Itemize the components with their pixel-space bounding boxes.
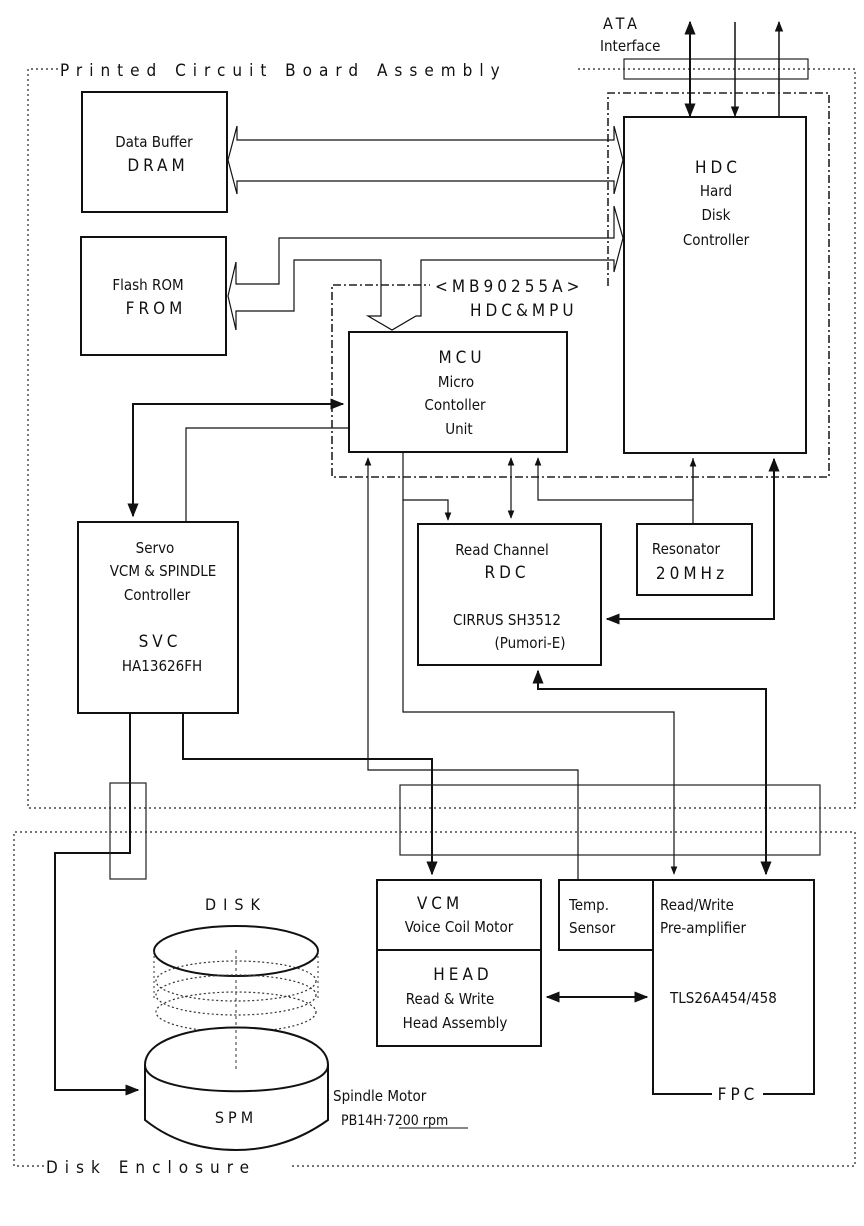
preamp-label-2: Pre-amplifier <box>660 919 747 937</box>
svc-label-3: Controller <box>124 586 191 604</box>
head-label-1: HEAD <box>433 965 492 985</box>
rdc-label-3: CIRRUS SH3512 <box>453 611 561 629</box>
mcu-label-3: Contoller <box>424 396 486 414</box>
read-channel-block <box>417 523 602 666</box>
enclosure-region-label: Disk Enclosure <box>46 1158 256 1178</box>
flash-bus <box>227 205 624 331</box>
vcm-head-block <box>376 879 542 1047</box>
spm-caption-2: PB14H·7200 rpm <box>341 1113 448 1129</box>
svc-mcu-link <box>127 398 345 518</box>
spm-label: SPM <box>215 1108 257 1127</box>
chip-group-outline <box>331 92 830 478</box>
resonator-block <box>636 523 753 596</box>
svc-label-4: SVC <box>139 632 182 652</box>
rdc-preamp-link <box>532 669 772 876</box>
hdc-label-2: Hard <box>700 182 732 200</box>
head-label-2: Read & Write <box>406 990 495 1008</box>
preamp-block <box>652 879 815 1095</box>
svc-label-5: HA13626FH <box>122 657 202 675</box>
svc-label-1: Servo <box>136 539 175 557</box>
temp-sensor-block <box>558 879 654 951</box>
mcu-label-1: MCU <box>438 348 485 368</box>
rdc-label-4: (Pumori-E) <box>494 634 565 652</box>
rdc-label-1: Read Channel <box>455 541 549 559</box>
rdc-label-2: RDC <box>484 563 529 583</box>
dram-block <box>81 91 228 213</box>
dram-label-1: Data Buffer <box>115 133 193 151</box>
resonator-label-2: 20MHz <box>656 564 728 584</box>
disk-label: DISK <box>205 895 267 914</box>
svc-vcm-link <box>182 713 438 876</box>
ata-interface-label: Interface <box>600 37 660 55</box>
hdc-label-4: Controller <box>683 231 750 249</box>
mcu-rdc-line <box>402 452 452 521</box>
spindle-motor <box>144 1026 329 1152</box>
dram-hdc-bus <box>227 125 624 195</box>
fpc-label: FPC <box>718 1085 759 1105</box>
ata-connector <box>623 58 809 80</box>
hdc-block <box>623 116 807 454</box>
flash-label-2: FROM <box>126 299 187 319</box>
mcu-block <box>348 331 568 453</box>
disk-platters <box>153 925 319 1070</box>
dram-label-2: DRAM <box>127 156 188 176</box>
head-label-3: Head Assembly <box>403 1014 508 1032</box>
resonator-mcu-line <box>534 457 694 501</box>
vcm-label-1: VCM <box>417 894 463 914</box>
svc-label-2: VCM & SPINDLE <box>110 562 217 580</box>
chip-group-sublabel: HDC&MPU <box>470 301 578 321</box>
spindle-connector <box>109 782 147 880</box>
fpc-connector <box>399 784 821 856</box>
pcb-region-label: Printed Circuit Board Assembly <box>60 61 507 81</box>
mcu-label-2: Micro <box>438 373 474 391</box>
ata-label: ATA <box>603 14 641 33</box>
flash-label-1: Flash ROM <box>112 276 183 294</box>
spm-caption-1: Spindle Motor <box>333 1087 427 1105</box>
svc-spm-link <box>54 713 140 1096</box>
svc-mcu-control-line <box>185 427 349 522</box>
chip-group-label: <MB90255A> <box>435 277 583 297</box>
enclosure-region <box>13 831 856 1167</box>
flash-rom-block <box>80 236 227 356</box>
resonator-label-1: Resonator <box>652 540 721 558</box>
hdc-label-3: Disk <box>702 206 731 224</box>
preamp-label-1: Read/Write <box>660 896 734 914</box>
mcu-label-4: Unit <box>445 420 472 438</box>
vcm-label-2: Voice Coil Motor <box>405 918 514 936</box>
svc-block <box>77 521 239 714</box>
hdc-rdc-link <box>605 457 780 625</box>
temp-label-2: Sensor <box>569 919 616 937</box>
temp-label-1: Temp. <box>568 896 609 914</box>
hdc-label-1: HDC <box>695 158 741 178</box>
preamp-label-3: TLS26A454/458 <box>669 989 777 1007</box>
